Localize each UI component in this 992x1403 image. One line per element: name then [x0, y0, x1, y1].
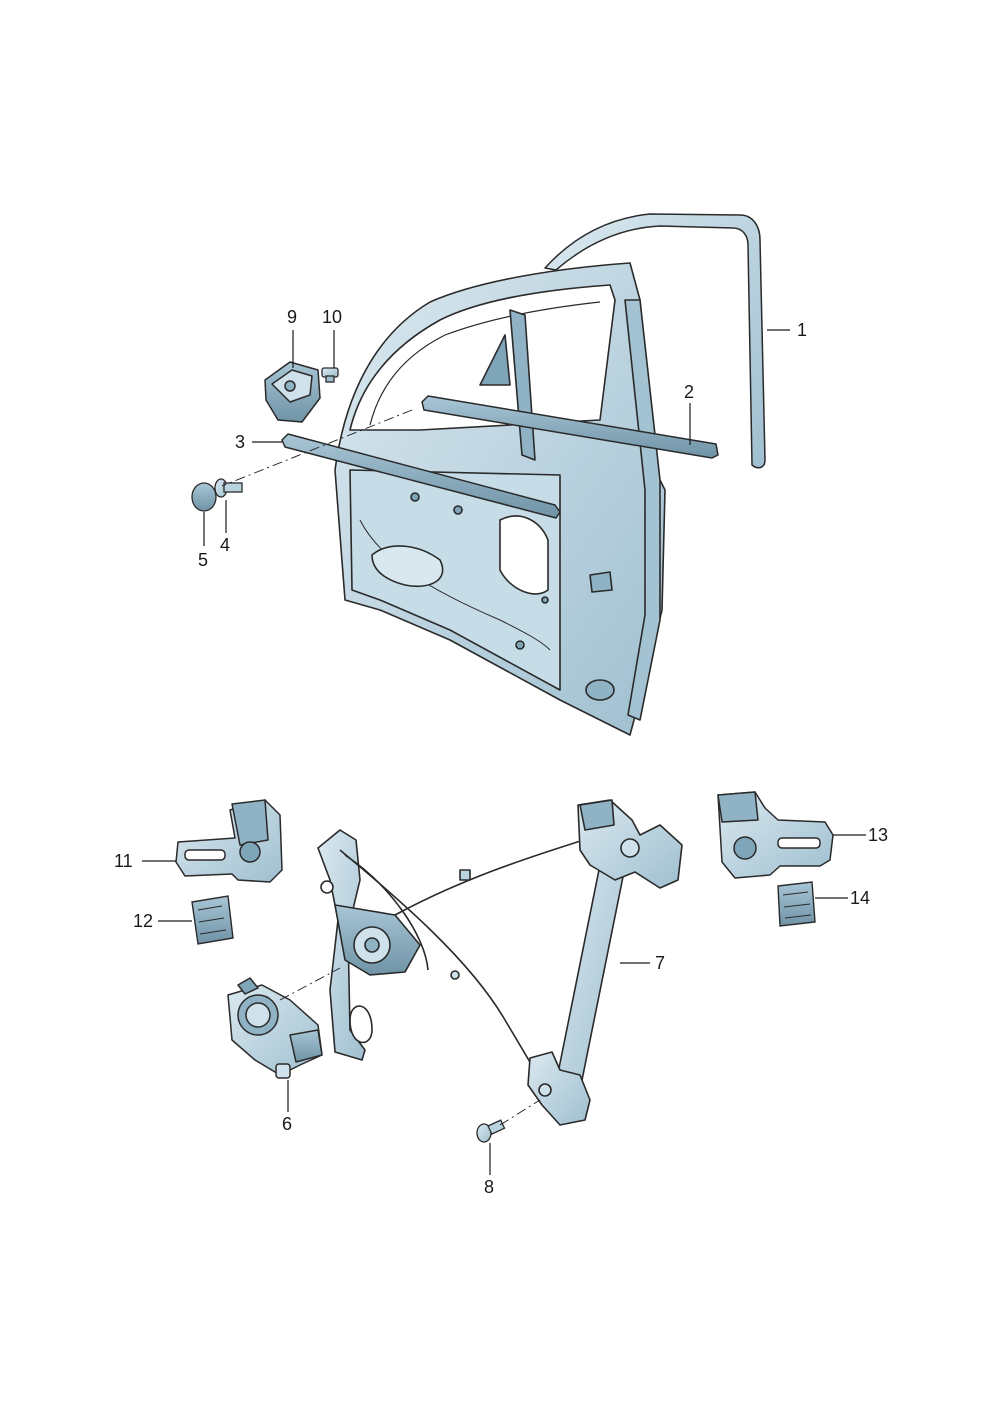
part-10-clip — [321, 367, 339, 383]
part-4-screw — [214, 478, 243, 498]
callout-14: 14 — [850, 888, 870, 908]
callout-8: 8 — [484, 1177, 494, 1197]
callout-12: 12 — [133, 911, 153, 931]
part-5-cap — [191, 482, 217, 512]
part-7-window-regulator — [317, 799, 683, 1126]
callout-9: 9 — [287, 307, 297, 327]
leader-lines — [142, 329, 866, 1175]
callout-13: 13 — [868, 825, 888, 845]
part-8-screw — [476, 1119, 506, 1143]
callout-6: 6 — [282, 1114, 292, 1134]
callout-10: 10 — [322, 307, 342, 327]
part-9-mirror-trim — [264, 361, 321, 423]
part-1-window-seal — [544, 213, 766, 469]
callout-1: 1 — [797, 320, 807, 340]
part-13-bracket — [717, 791, 834, 879]
callout-5: 5 — [198, 550, 208, 570]
callout-labels: 1 2 3 4 5 6 7 8 9 10 11 12 13 14 — [114, 307, 888, 1197]
part-14-connector — [777, 881, 816, 927]
callout-11: 11 — [114, 851, 133, 871]
callout-4: 4 — [220, 535, 230, 555]
part-2-guide-rail — [421, 395, 719, 459]
callout-7: 7 — [655, 953, 665, 973]
callout-3: 3 — [235, 432, 245, 452]
part-3-window-strip — [281, 433, 561, 519]
callout-2: 2 — [684, 382, 694, 402]
part-11-bracket — [175, 799, 283, 883]
part-6-motor — [227, 977, 323, 1079]
part-12-connector — [191, 895, 234, 945]
